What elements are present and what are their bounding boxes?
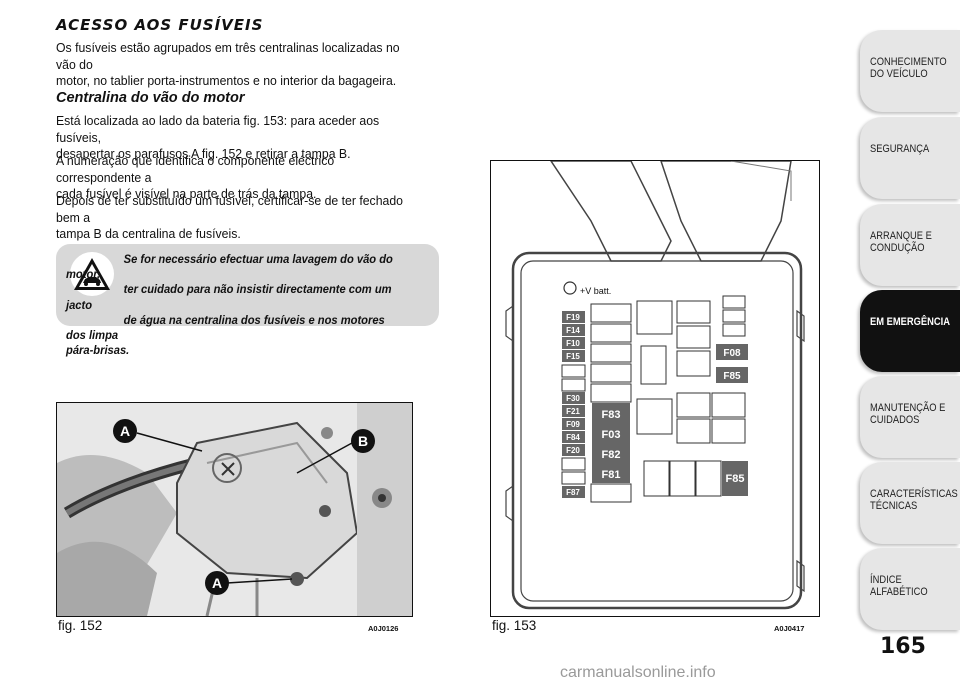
tab-label: CONHECIMENTO DO VEÍCULO	[870, 56, 947, 80]
tab-label: CARACTERÍSTICAS TÉCNICAS	[870, 488, 958, 512]
fuse-label: F19	[566, 313, 580, 322]
warning-box: Se for necessário efectuar uma lavagem d…	[56, 244, 439, 357]
fuse-label: F20	[566, 446, 580, 455]
left-fuse-column-mid: F30 F21 F09 F84 F20	[562, 392, 585, 456]
label-a-top: A	[120, 423, 130, 439]
section-title: ACESSO AOS FUSÍVEIS	[56, 16, 264, 34]
tab-manutencao[interactable]: MANUTENÇÃO E CUIDADOS	[860, 376, 960, 458]
figure-152-code: A0J0126	[368, 624, 399, 633]
paragraph-line: Depois de ter substituído um fusível, ce…	[56, 193, 403, 225]
fuse-label: F15	[566, 352, 580, 361]
fuse-label: F82	[602, 449, 621, 461]
fuse-label: F84	[566, 433, 580, 442]
batt-label: +V batt.	[580, 286, 611, 296]
paragraph-line: Está localizada ao lado da bateria fig. …	[56, 113, 380, 145]
tab-seguranca[interactable]: SEGURANÇA	[860, 117, 960, 199]
tab-label: SEGURANÇA	[870, 143, 930, 155]
tab-label: ÍNDICE ALFABÉTICO	[870, 574, 928, 598]
warning-line: Se for necessário efectuar uma lavagem d…	[66, 252, 393, 282]
tab-conhecimento[interactable]: CONHECIMENTO DO VEÍCULO	[860, 30, 960, 112]
fuse-label: F30	[566, 394, 580, 403]
figure-153-caption: fig. 153	[492, 618, 537, 633]
intro-paragraph: Os fusíveis estão agrupados em três cent…	[56, 40, 419, 90]
warning-line: pára-brisas.	[66, 343, 130, 358]
center-fuse-column: F83 F03 F82 F81	[592, 403, 630, 483]
figure-153-diagram: +V batt. F19 F14 F10 F15 F30 F21 F09 F84…	[490, 160, 820, 617]
figure-153-code: A0J0417	[774, 624, 805, 633]
paragraph-line: cada fusível é visível na parte de trás …	[56, 186, 317, 201]
tab-indice[interactable]: ÍNDICE ALFABÉTICO	[860, 548, 960, 630]
label-a-bottom: A	[212, 575, 222, 591]
fuse-label: F85	[723, 371, 741, 382]
left-fuse-column-top: F19 F14 F10 F15	[562, 311, 585, 362]
label-b: B	[358, 433, 368, 449]
paragraph-line: tampa B da centralina de fusíveis.	[56, 226, 241, 241]
warning-line: ter cuidado para não insistir directamen…	[66, 282, 392, 312]
tab-arranque[interactable]: ARRANQUE E CONDUÇÃO	[860, 204, 960, 286]
right-fuse-group: F08 F85	[716, 344, 748, 383]
page-number: 165	[880, 634, 926, 659]
intro-line: motor, no tablier porta-instrumentos e n…	[56, 73, 397, 88]
fuse-label: F83	[602, 409, 621, 421]
fuse-label: F09	[566, 420, 580, 429]
watermark: carmanualsonline.info	[560, 664, 716, 681]
paragraph-line: A numeração que identifica o componente …	[56, 153, 335, 185]
fuse-label: F81	[602, 469, 621, 481]
warning-text: Se for necessário efectuar uma lavagem d…	[66, 252, 406, 358]
fuse-label: F21	[566, 407, 580, 416]
tab-emergencia[interactable]: EM EMERGÊNCIA	[860, 290, 960, 372]
tab-caracteristicas[interactable]: CARACTERÍSTICAS TÉCNICAS	[860, 462, 960, 544]
warning-line: de água na centralina dos fusíveis e nos…	[66, 312, 385, 343]
fuse-label: F08	[723, 348, 741, 359]
figure-152-image: A B A	[56, 402, 413, 617]
intro-line: Os fusíveis estão agrupados em três cent…	[56, 40, 400, 72]
paragraph-line: desapertar os parafusos A fig. 152 e ret…	[56, 146, 351, 161]
fuse-label: F14	[566, 326, 580, 335]
warning-car-icon	[70, 252, 114, 296]
fuse-label: F87	[566, 488, 580, 497]
fuse-label: F85	[726, 473, 745, 485]
tab-label: MANUTENÇÃO E CUIDADOS	[870, 402, 946, 426]
paragraph-numbering: A numeração que identifica o componente …	[56, 153, 419, 203]
subsection-title: Centralina do vão do motor	[56, 90, 245, 106]
tab-label: ARRANQUE E CONDUÇÃO	[870, 230, 932, 254]
tab-label: EM EMERGÊNCIA	[870, 316, 951, 328]
fuse-label: F03	[602, 429, 621, 441]
figure-152-caption: fig. 152	[58, 618, 103, 633]
fuse-label: F10	[566, 339, 580, 348]
paragraph-location: Está localizada ao lado da bateria fig. …	[56, 113, 419, 163]
paragraph-replacement: Depois de ter substituído um fusível, ce…	[56, 193, 419, 243]
